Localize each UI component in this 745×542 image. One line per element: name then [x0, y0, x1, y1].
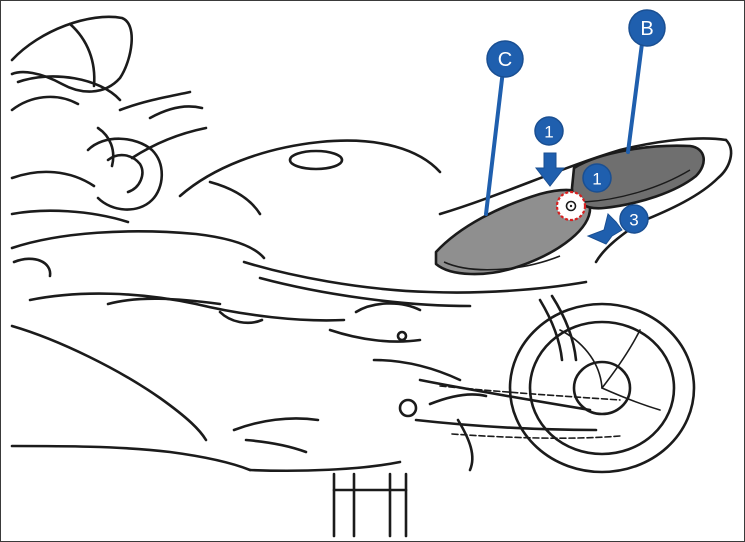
step-1-rear-callout: 1 [583, 164, 611, 192]
motorcycle-line-art [12, 17, 731, 536]
callout-c-leader [486, 62, 504, 214]
svg-text:B: B [640, 18, 653, 40]
down-arrow-icon [536, 153, 564, 186]
svg-text:1: 1 [544, 123, 553, 142]
seat-lock-marker [557, 192, 585, 220]
svg-text:1: 1 [592, 170, 601, 189]
svg-text:3: 3 [629, 211, 638, 230]
svg-text:C: C [498, 49, 512, 71]
step-1-callout: 1 [535, 117, 563, 145]
callout-c: C [487, 41, 523, 77]
step-3-callout: 3 [620, 205, 648, 233]
callout-b: B [629, 10, 665, 46]
callout-b-leader [628, 28, 644, 152]
